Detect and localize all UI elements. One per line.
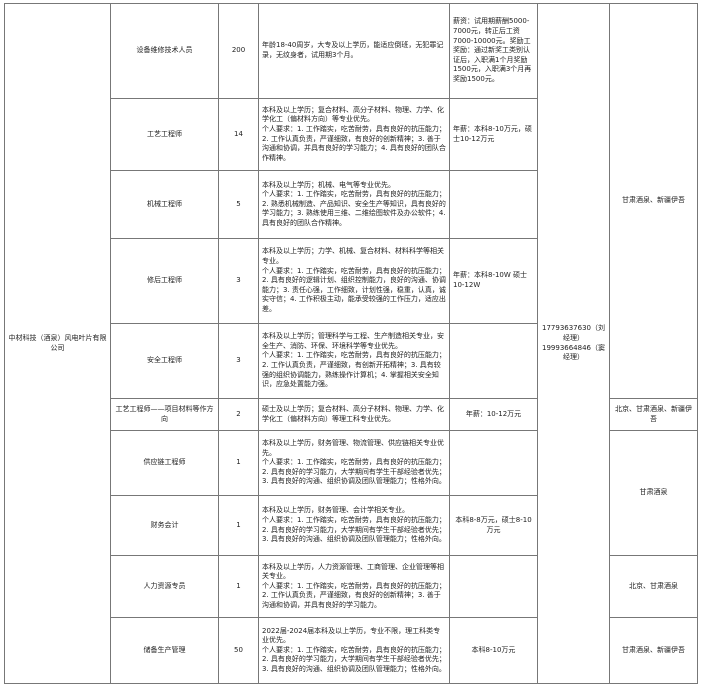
salary-cell: 年薪：10-12万元 [449, 398, 538, 431]
count-cell: 1 [218, 495, 259, 556]
count-cell: 1 [218, 555, 259, 618]
requirements-cell: 本科及以上学历，财务管理、物流管理、供应链相关专业优先。 个人要求：1. 工作踏… [258, 430, 450, 496]
position-cell: 供应链工程师 [110, 430, 219, 496]
salary-cell: 本科8-8万元，硕士8-10万元 [449, 495, 538, 556]
salary-cell: 薪资：试用期薪酬5000-7000元，转正后工资7000-10000元。奖励工奖… [449, 3, 538, 99]
count-cell: 200 [218, 3, 259, 99]
position-cell: 人力资源专员 [110, 555, 219, 618]
count-cell: 3 [218, 238, 259, 324]
requirements-cell: 本科及以上学历；机械、电气等专业优先。 个人要求：1. 工作踏实，吃苦耐劳，具有… [258, 170, 450, 239]
position-cell: 修后工程师 [110, 238, 219, 324]
requirements-cell: 本科及以上学历；管理科学与工程、生产制造相关专业，安全生产、消防、环保、环境科学… [258, 323, 450, 399]
salary-cell: 年薪：本科8-10W 硕士10-12W [449, 238, 538, 324]
location-cell: 北京、甘肃酒泉 [609, 555, 698, 618]
position-cell: 设备维修技术人员 [110, 3, 219, 99]
count-cell: 3 [218, 323, 259, 399]
location-cell: 甘肃酒泉、新疆伊吾 [609, 3, 698, 399]
count-cell: 1 [218, 430, 259, 496]
salary-cell [449, 323, 538, 399]
company-cell: 中材科技（酒泉）风电叶片有限公司 [4, 3, 111, 684]
count-cell: 50 [218, 617, 259, 684]
location-cell: 甘肃酒泉 [609, 430, 698, 556]
contact-cell: 17793637630（刘经理） 19993664846（窦经理） [537, 3, 610, 684]
salary-cell [449, 555, 538, 618]
requirements-cell: 硕士及以上学历；复合材料、高分子材料、物理、力学、化学化工（偏材料方向）等理工科… [258, 398, 450, 431]
salary-cell: 本科8-10万元 [449, 617, 538, 684]
position-cell: 机械工程师 [110, 170, 219, 239]
requirements-cell: 本科及以上学历；复合材料、高分子材料、物理、力学、化学化工（偏材料方向）等专业优… [258, 98, 450, 171]
requirements-cell: 本科及以上学历；力学、机械、复合材料、材料科学等相关专业。 个人要求：1. 工作… [258, 238, 450, 324]
count-cell: 2 [218, 398, 259, 431]
salary-cell [449, 430, 538, 496]
requirements-cell: 本科及以上学历，人力资源管理、工商管理、企业管理等相关专业。 个人要求：1. 工… [258, 555, 450, 618]
requirements-cell: 本科及以上学历，财务管理、会计学相关专业。 个人要求：1. 工作踏实，吃苦耐劳，… [258, 495, 450, 556]
count-cell: 14 [218, 98, 259, 171]
count-cell: 5 [218, 170, 259, 239]
position-cell: 安全工程师 [110, 323, 219, 399]
location-cell: 甘肃酒泉、新疆伊吾 [609, 617, 698, 684]
requirements-cell: 2022届-2024届本科及以上学历，专业不限，理工科类专业优先。 个人要求：1… [258, 617, 450, 684]
requirements-cell: 年龄18-40周岁，大专及以上学历，能适应倒班，无犯罪记录，无纹身者，试用期3个… [258, 3, 450, 99]
salary-cell: 年薪：本科8-10万元，硕士10-12万元 [449, 98, 538, 171]
position-cell: 工艺工程师——项目材料等作方向 [110, 398, 219, 431]
location-cell: 北京、甘肃酒泉、新疆伊吾 [609, 398, 698, 431]
position-cell: 财务会计 [110, 495, 219, 556]
job-table: 中材科技（酒泉）风电叶片有限公司 设备维修技术人员 200 年龄18-40周岁，… [4, 3, 698, 684]
salary-cell [449, 170, 538, 239]
position-cell: 储备生产管理 [110, 617, 219, 684]
position-cell: 工艺工程师 [110, 98, 219, 171]
